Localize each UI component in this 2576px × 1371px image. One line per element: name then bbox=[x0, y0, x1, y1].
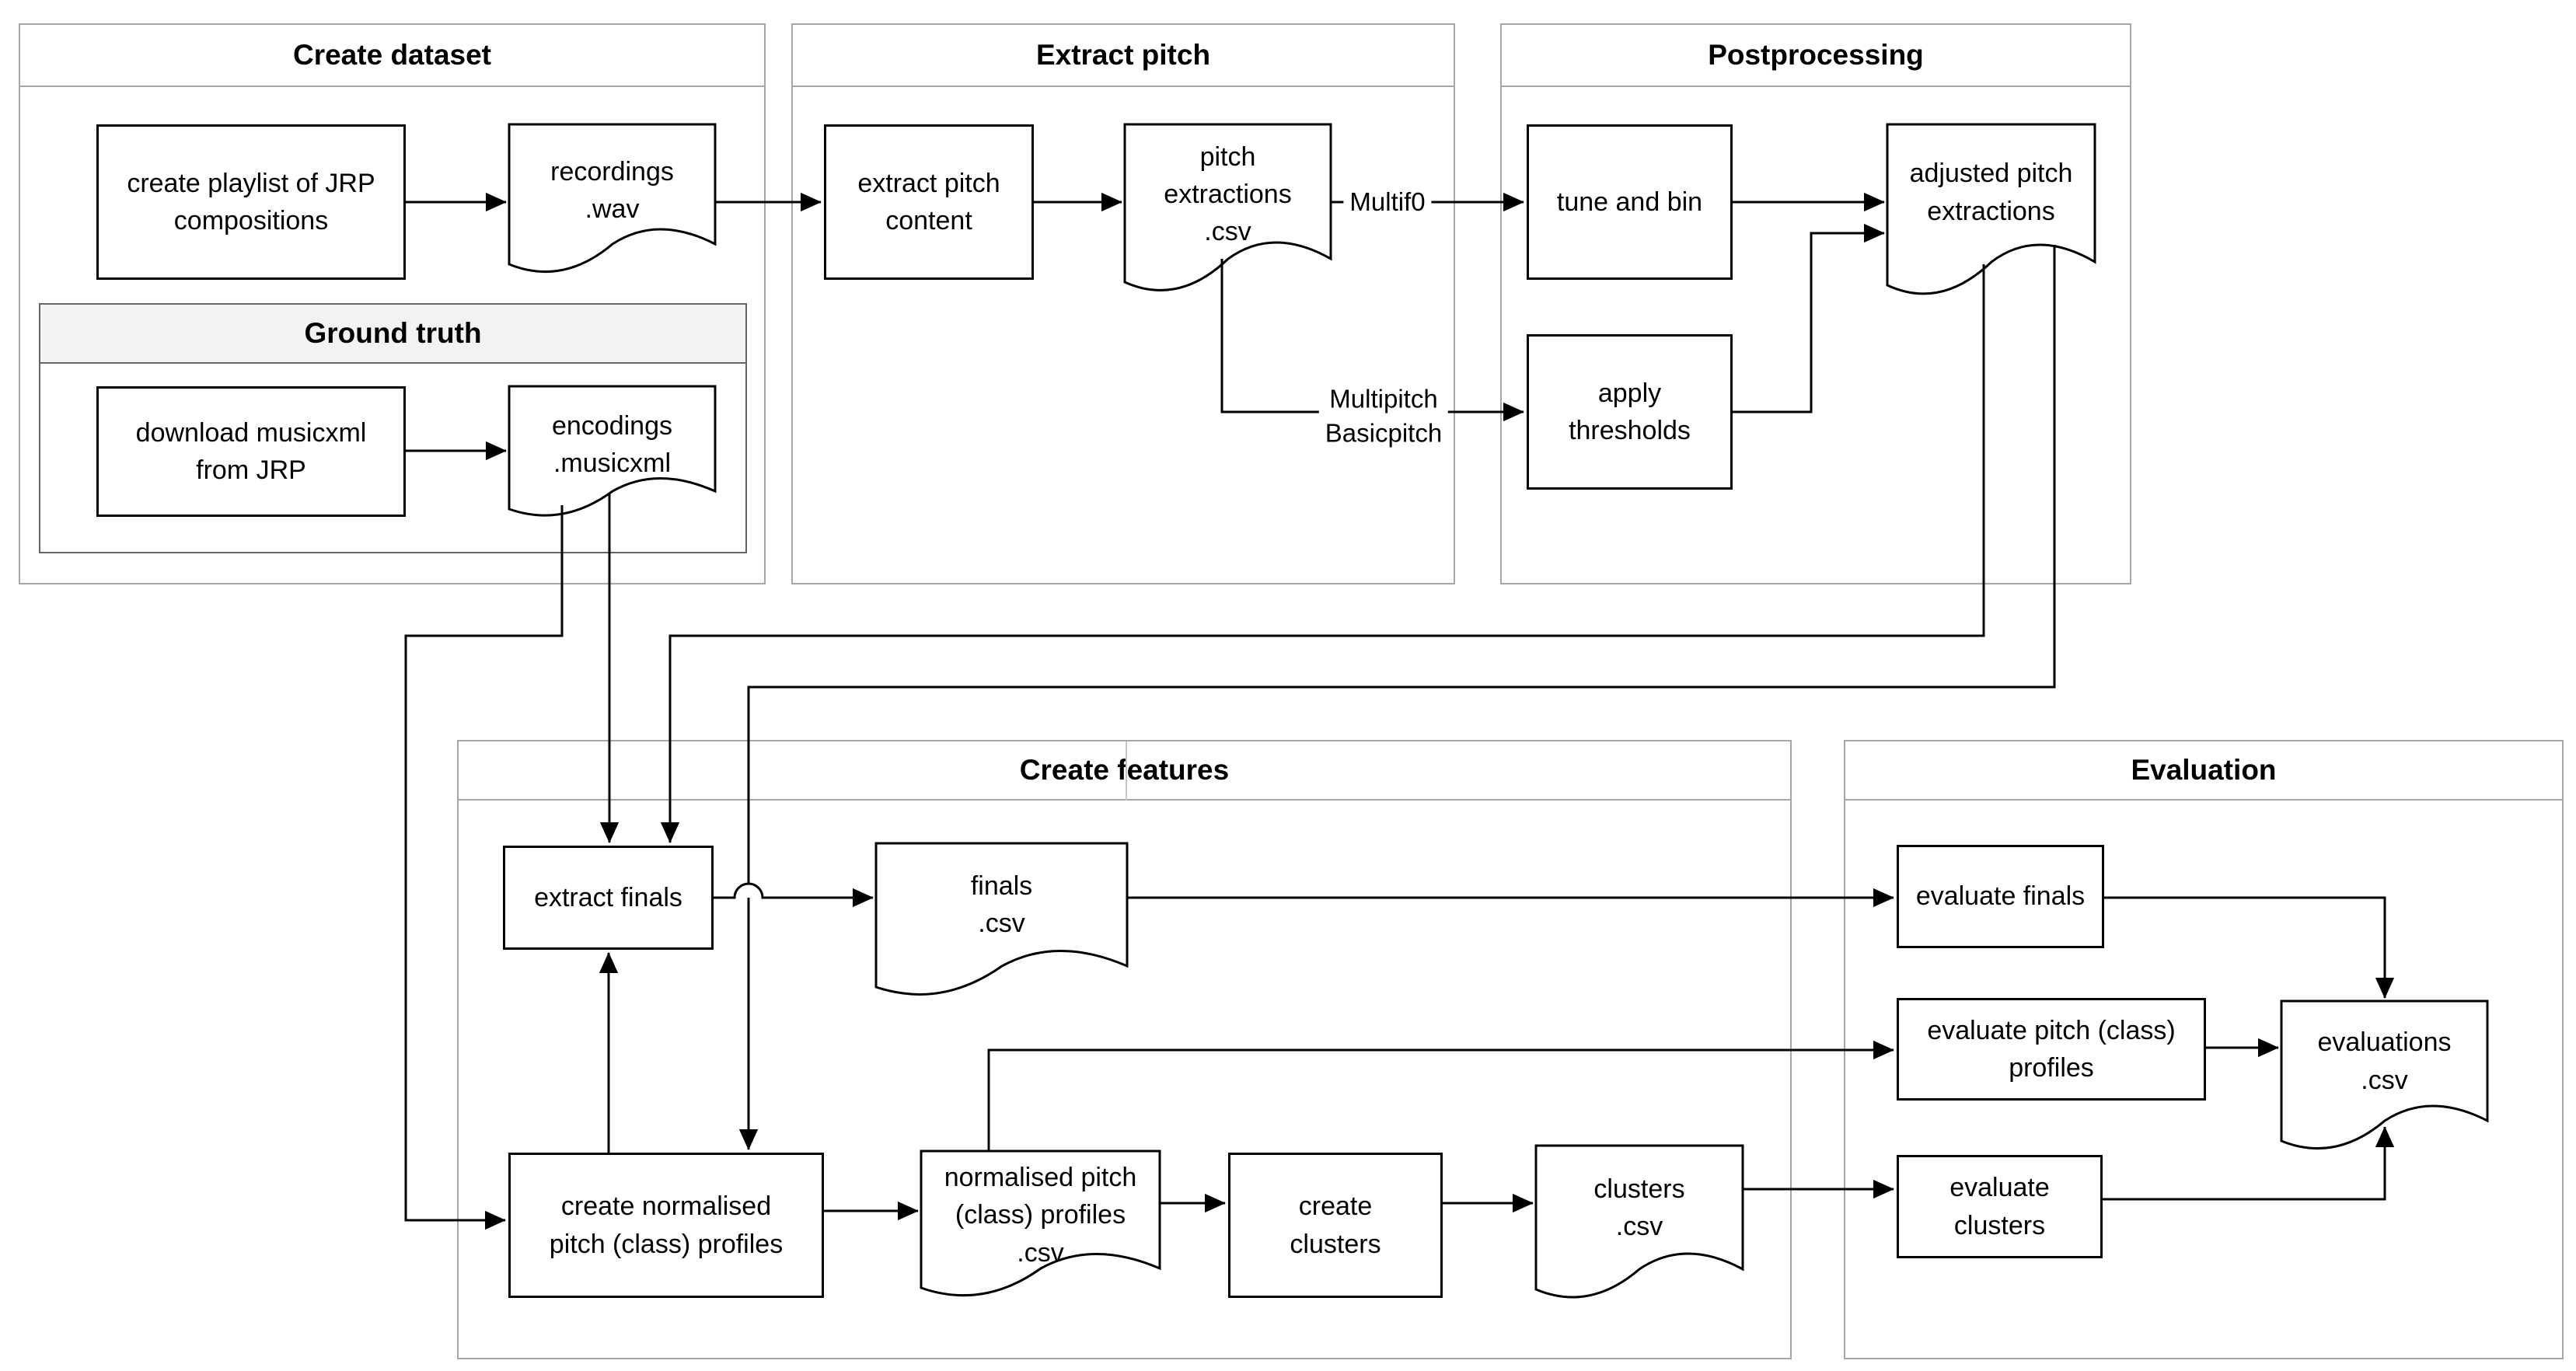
node-label-line: tune and bin bbox=[1556, 187, 1703, 217]
node-label-line: recordings bbox=[550, 156, 674, 187]
container-title: Postprocessing bbox=[1708, 39, 1924, 71]
edge-label-text: Multif0 bbox=[1349, 187, 1426, 217]
node-tune-and-bin: tune and bin bbox=[1527, 124, 1733, 280]
node-normalised-profiles-csv: normalised pitch (class) profiles .csv bbox=[921, 1151, 1160, 1279]
node-label-line: from JRP bbox=[196, 455, 306, 485]
node-label-line: clusters bbox=[1593, 1174, 1685, 1204]
wire-hop-mask bbox=[735, 884, 763, 898]
node-label-line: normalised pitch bbox=[944, 1163, 1137, 1193]
container-evaluation-titlebar: Evaluation bbox=[1845, 741, 2562, 801]
node-label-line: extractions bbox=[1927, 196, 2055, 226]
node-label-line: content bbox=[885, 206, 972, 235]
node-label-line: pitch bbox=[1199, 141, 1256, 172]
node-label-line: .csv bbox=[1615, 1212, 1663, 1241]
container-title: Create features bbox=[1019, 754, 1230, 786]
container-ground-truth-titlebar: Ground truth bbox=[40, 305, 745, 364]
node-label-line: clusters bbox=[1290, 1229, 1381, 1259]
edge-normalised-csv-to-evaluate-pitch-profiles bbox=[987, 1040, 1894, 1151]
node-create-normalised-profiles: create normalised pitch (class) profiles bbox=[508, 1153, 824, 1298]
node-label-line: (class) profiles bbox=[955, 1200, 1126, 1230]
node-label-line: .csv bbox=[1204, 217, 1251, 247]
container-title: Evaluation bbox=[2131, 754, 2277, 786]
node-label-line: thresholds bbox=[1569, 416, 1691, 445]
edge-adjusted-to-create-normalised bbox=[738, 245, 2056, 1150]
container-title: Create dataset bbox=[292, 39, 491, 71]
node-label-line: .musicxml bbox=[553, 448, 672, 478]
node-evaluations-csv: evaluations .csv bbox=[2281, 1001, 2487, 1122]
lane-divider bbox=[1126, 741, 1127, 801]
node-create-playlist: create playlist of JRP compositions bbox=[96, 124, 406, 280]
node-evaluate-clusters: evaluate clusters bbox=[1897, 1155, 2103, 1258]
doc-shape-encodings-musicxml bbox=[508, 385, 717, 517]
edge-extract-finals-to-finals-csv bbox=[714, 882, 874, 908]
edge-label-multif0: Multif0 bbox=[1343, 183, 1432, 221]
node-label-line: .csv bbox=[2361, 1065, 2408, 1095]
edge-evaluate-clusters-to-evaluations bbox=[2103, 1126, 2395, 1201]
node-label-line: create bbox=[1298, 1191, 1373, 1222]
node-label-line: evaluations bbox=[2317, 1027, 2452, 1058]
edge-encodings-to-create-normalised bbox=[404, 505, 564, 1230]
container-create-features-titlebar: Create features bbox=[459, 741, 1790, 801]
node-label-line: adjusted pitch bbox=[1909, 159, 2073, 189]
container-postprocessing: Postprocessing bbox=[1500, 23, 2131, 584]
node-label-line: encodings bbox=[551, 410, 672, 441]
node-label-line: finals bbox=[970, 870, 1033, 901]
doc-shape-normalised-profiles-csv bbox=[920, 1149, 1161, 1297]
doc-shape-evaluations-csv bbox=[2280, 999, 2489, 1149]
node-label-line: apply bbox=[1597, 378, 1662, 408]
edge-label-text: Basicpitch bbox=[1325, 418, 1443, 447]
edge-apply-thresholds-to-adjusted bbox=[1733, 223, 1885, 413]
edge-adjusted-to-extract-finals bbox=[660, 264, 1985, 843]
node-finals-csv: finals .csv bbox=[876, 843, 1127, 966]
node-label-line: extract pitch bbox=[857, 168, 1000, 198]
node-label-line: extract finals bbox=[534, 882, 682, 912]
doc-shape-recordings-wav bbox=[508, 123, 717, 273]
node-evaluate-finals: evaluate finals bbox=[1897, 845, 2104, 948]
container-title: Extract pitch bbox=[1035, 39, 1211, 71]
edge-label-multipitch-basicpitch: Multipitch Basicpitch bbox=[1318, 380, 1449, 452]
doc-shape-finals-csv bbox=[874, 842, 1129, 996]
node-label-line: .csv bbox=[1017, 1237, 1064, 1268]
container-extract-pitch: Extract pitch bbox=[791, 23, 1455, 584]
node-label-line: clusters bbox=[1953, 1210, 2046, 1240]
node-evaluate-pitch-profiles: evaluate pitch (class) profiles bbox=[1897, 998, 2206, 1101]
node-label-line: profiles bbox=[2009, 1053, 2094, 1083]
node-download-musicxml: download musicxml from JRP bbox=[96, 386, 406, 517]
doc-shape-clusters-csv bbox=[1534, 1144, 1744, 1299]
node-label-line: evaluate bbox=[1949, 1173, 2050, 1203]
container-title: Ground truth bbox=[304, 317, 482, 349]
node-adjusted-pitch-extractions: adjusted pitch extractions bbox=[1887, 124, 2095, 260]
node-label-line: evaluate pitch (class) bbox=[1927, 1015, 2176, 1045]
container-create-dataset-titlebar: Create dataset bbox=[20, 25, 764, 87]
doc-shape-pitch-extractions-csv bbox=[1123, 123, 1332, 291]
node-pitch-extractions-csv: pitch extractions .csv bbox=[1125, 124, 1331, 264]
node-create-clusters: create clusters bbox=[1228, 1153, 1443, 1298]
node-label-line: .wav bbox=[585, 194, 640, 224]
node-clusters-csv: clusters .csv bbox=[1536, 1146, 1743, 1270]
container-extract-pitch-titlebar: Extract pitch bbox=[793, 25, 1454, 87]
node-encodings-musicxml: encodings .musicxml bbox=[509, 386, 715, 503]
node-extract-pitch-content: extract pitch content bbox=[824, 124, 1034, 280]
node-label-line: download musicxml bbox=[135, 417, 367, 448]
node-label-line: compositions bbox=[173, 206, 329, 235]
node-label-line: extractions bbox=[1164, 179, 1292, 209]
node-label-line: pitch (class) profiles bbox=[549, 1229, 784, 1259]
edge-label-text: Multipitch bbox=[1329, 384, 1438, 413]
node-apply-thresholds: apply thresholds bbox=[1527, 334, 1733, 490]
node-extract-finals: extract finals bbox=[503, 846, 714, 950]
node-recordings-wav: recordings .wav bbox=[509, 124, 715, 256]
node-label-line: create normalised bbox=[560, 1191, 772, 1222]
container-postprocessing-titlebar: Postprocessing bbox=[1502, 25, 2130, 87]
edge-evaluate-finals-to-evaluations bbox=[2104, 896, 2395, 999]
node-label-line: create playlist of JRP bbox=[127, 168, 375, 198]
node-label-line: .csv bbox=[978, 909, 1025, 938]
node-label-line: evaluate finals bbox=[1915, 881, 2086, 912]
doc-shape-adjusted-pitch-extractions bbox=[1886, 123, 2096, 295]
